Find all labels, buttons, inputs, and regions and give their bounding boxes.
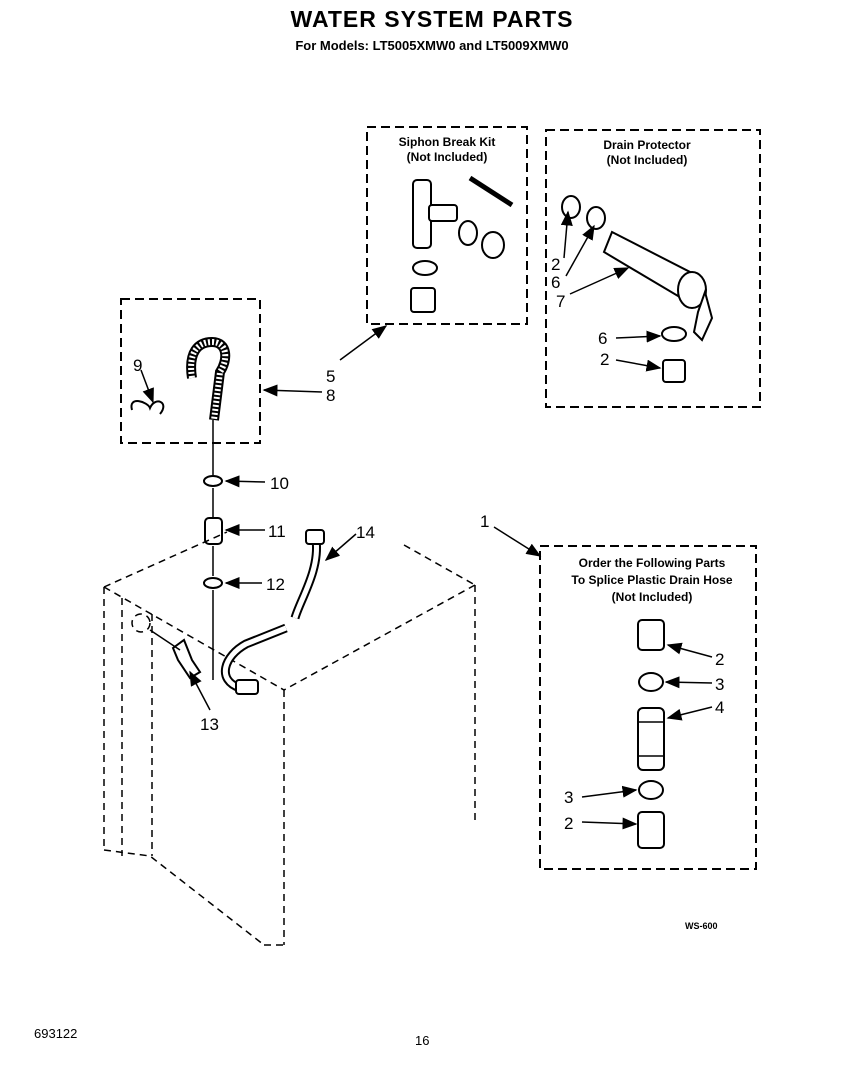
- callout-7: 7: [556, 292, 565, 311]
- diagram-code: WS-600: [685, 921, 718, 931]
- callout-2-lower: 2: [600, 350, 609, 369]
- callout-8: 8: [326, 386, 335, 405]
- callout-1: 1: [480, 512, 489, 531]
- document-number: 693122: [34, 1026, 77, 1041]
- drain-box-title: Drain Protector: [603, 138, 691, 152]
- callout-2-splice-bottom: 2: [564, 814, 573, 833]
- callout-13: 13: [200, 715, 219, 734]
- callout-3-splice-top: 3: [715, 675, 724, 694]
- callout-4-splice: 4: [715, 698, 724, 717]
- callout-2-splice-top: 2: [715, 650, 724, 669]
- callout-2-drain: 2: [551, 255, 560, 274]
- splice-parts-box: Order the Following Parts To Splice Plas…: [539, 545, 757, 870]
- callout-6-lower: 6: [598, 329, 607, 348]
- callout-3-splice-bottom: 3: [564, 788, 573, 807]
- splice-box-line3: (Not Included): [612, 590, 693, 604]
- splice-box-line2: To Splice Plastic Drain Hose: [571, 573, 732, 587]
- page-number: 16: [415, 1033, 429, 1048]
- callout-5: 5: [326, 367, 335, 386]
- page-title: WATER SYSTEM PARTS: [290, 6, 574, 32]
- siphon-box-note: (Not Included): [407, 150, 488, 164]
- washer-cabinet: [103, 529, 476, 946]
- drain-box-note: (Not Included): [607, 153, 688, 167]
- drain-hose-box: [120, 298, 261, 444]
- hose-connection-parts: [203, 420, 223, 680]
- callout-11: 11: [268, 522, 286, 541]
- callout-9: 9: [133, 356, 142, 375]
- splice-box-line1: Order the Following Parts: [579, 556, 726, 570]
- callout-14: 14: [356, 523, 375, 542]
- page-subtitle: For Models: LT5005XMW0 and LT5009XMW0: [295, 38, 569, 53]
- siphon-box-title: Siphon Break Kit: [399, 135, 496, 149]
- callout-10: 10: [270, 474, 289, 493]
- drain-protector-box: Drain Protector (Not Included): [545, 129, 761, 408]
- callout-6-drain: 6: [551, 273, 560, 292]
- siphon-break-kit-box: Siphon Break Kit (Not Included): [366, 126, 528, 325]
- callout-12: 12: [266, 575, 285, 594]
